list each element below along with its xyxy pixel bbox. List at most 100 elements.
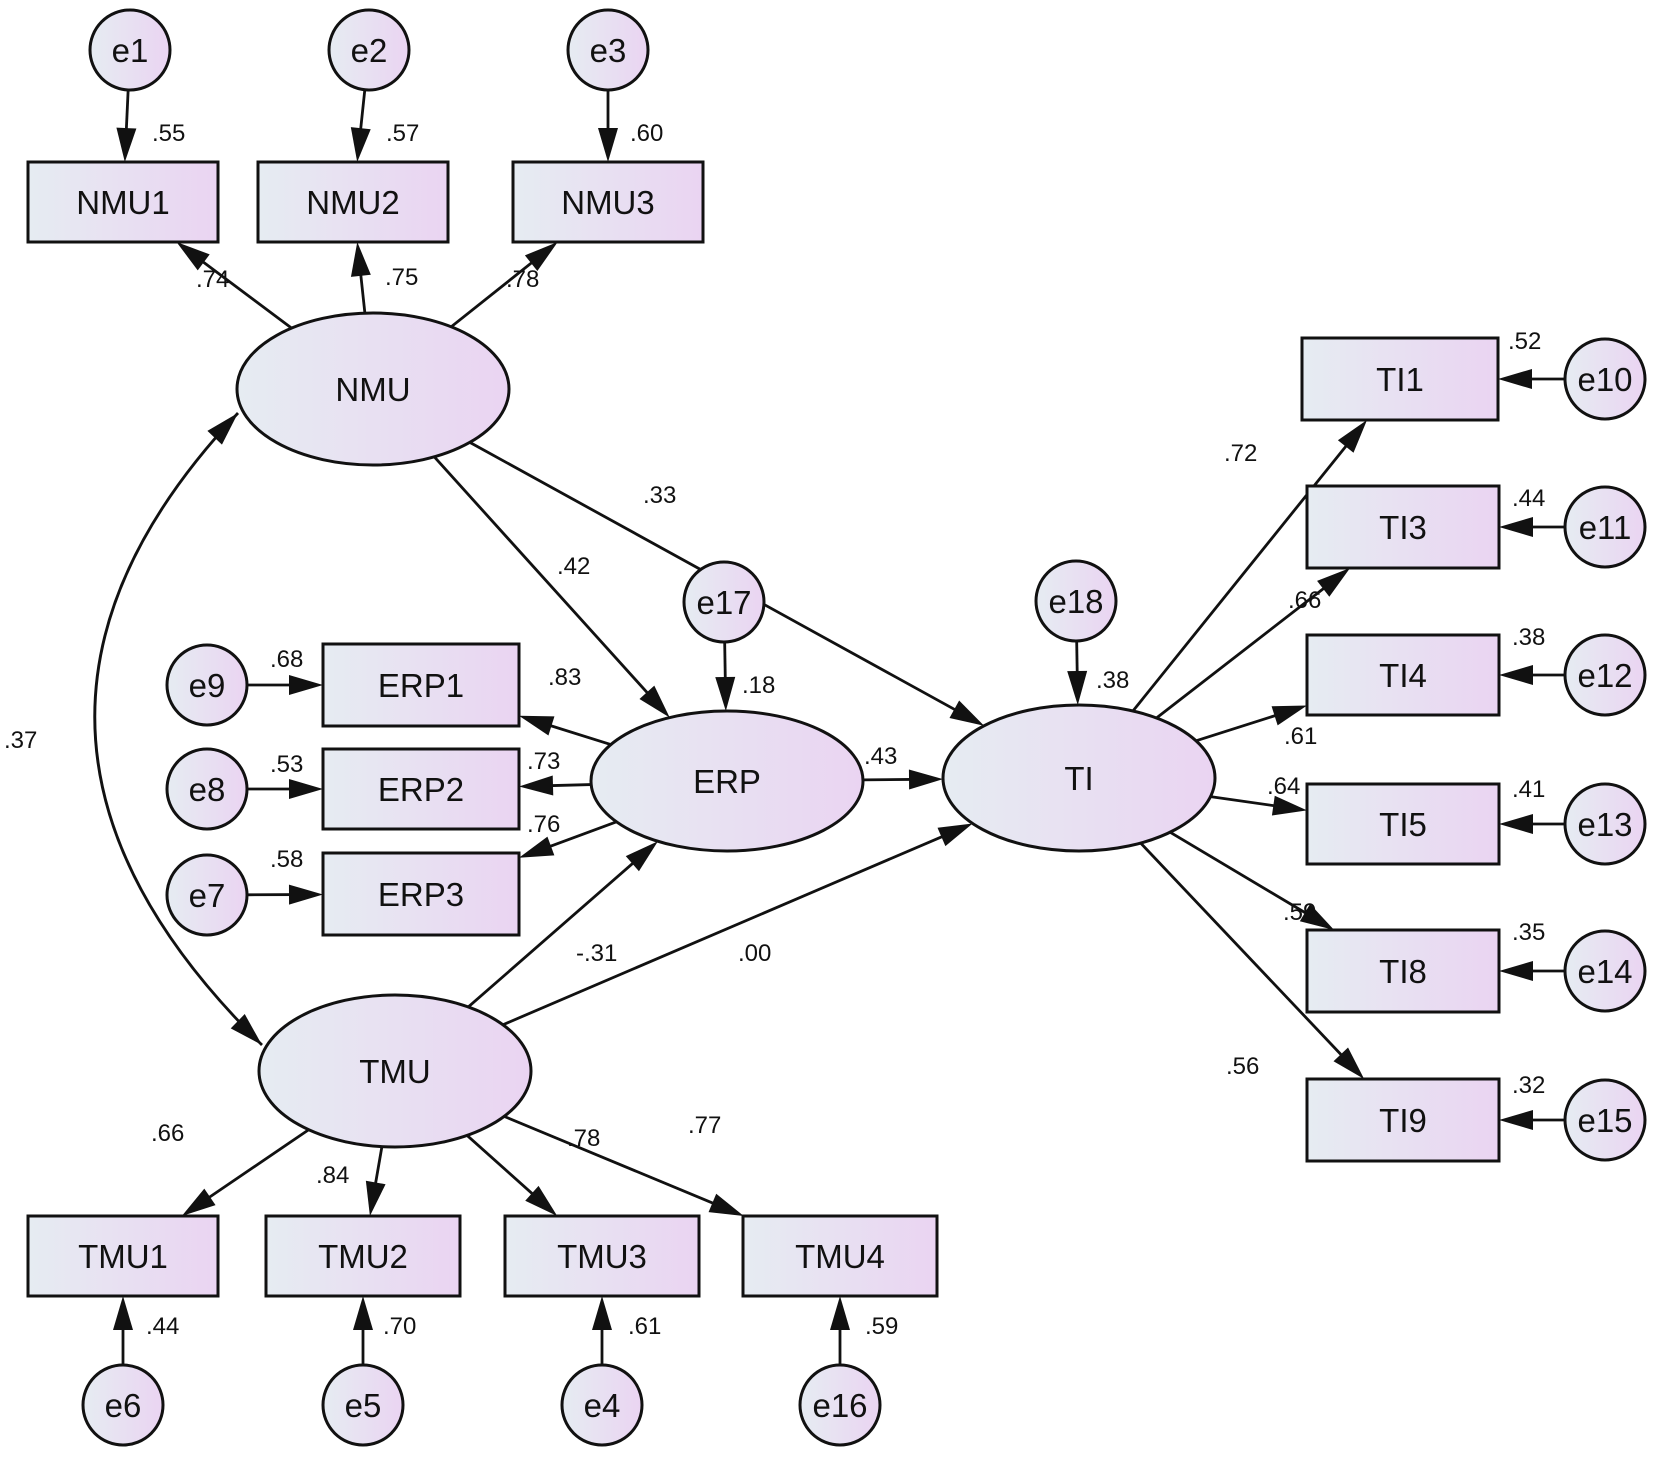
node-label: TMU3 <box>557 1238 647 1275</box>
node-ti9: TI9 <box>1307 1079 1499 1161</box>
loading-nmu-nmu1: .74 <box>196 266 229 293</box>
node-nmu1: NMU1 <box>28 162 218 242</box>
arrowhead-e5-to-tmu2 <box>353 1296 373 1330</box>
r2-erp2: .53 <box>270 751 303 778</box>
arrowhead-e4-to-tmu3 <box>592 1296 612 1330</box>
node-e3: e3 <box>568 10 648 90</box>
r2-ti1: .52 <box>1508 328 1541 355</box>
arrow-tmu-to-tmu1 <box>198 1130 308 1205</box>
node-tmu4: TMU4 <box>743 1216 937 1296</box>
node-label: ERP2 <box>378 771 464 808</box>
loading-erp-erp1: .83 <box>548 664 581 691</box>
arrowhead-ti-to-ti1 <box>1338 420 1367 453</box>
arrowhead-e16-to-tmu4 <box>830 1296 850 1330</box>
node-label: e16 <box>812 1387 867 1424</box>
node-e7: e7 <box>167 855 247 935</box>
node-label: e3 <box>590 32 627 69</box>
node-erp: ERP <box>591 711 863 851</box>
r2-nmu1: .55 <box>152 120 185 147</box>
node-e14: e14 <box>1565 931 1645 1011</box>
arrowhead-e18-to-ti <box>1067 671 1087 705</box>
node-label: e11 <box>1579 509 1632 546</box>
arrowhead-e9-to-erp1 <box>289 675 323 695</box>
node-e16: e16 <box>800 1365 880 1445</box>
arrowhead-e7-to-erp3 <box>289 885 323 905</box>
node-e11: e11 <box>1565 487 1645 567</box>
r2-tmu4: .59 <box>865 1313 898 1340</box>
node-ti8: TI8 <box>1307 930 1499 1012</box>
r2-ti8: .35 <box>1512 919 1545 946</box>
path-tmu-erp: -.31 <box>576 940 617 967</box>
node-label: e17 <box>696 584 751 621</box>
arrowhead-tmu-to-tmu1 <box>182 1189 216 1216</box>
r2-tmu1: .44 <box>146 1313 179 1340</box>
loading-nmu-nmu3: .78 <box>506 266 539 293</box>
path-nmu-erp: .42 <box>557 553 590 580</box>
node-label: NMU3 <box>561 184 655 221</box>
node-e12: e12 <box>1565 635 1645 715</box>
r2-ti4: .38 <box>1512 624 1545 651</box>
node-e9: e9 <box>167 645 247 725</box>
arrowhead-e10-to-ti1 <box>1498 369 1532 389</box>
node-e5: e5 <box>323 1365 403 1445</box>
r2-erp: .18 <box>742 672 775 699</box>
node-label: NMU1 <box>76 184 170 221</box>
arrowhead-e13-to-ti5 <box>1499 814 1533 834</box>
node-label: TI1 <box>1376 361 1424 398</box>
node-label: e1 <box>112 32 149 69</box>
r2-tmu3: .61 <box>628 1313 661 1340</box>
arrowhead-erp-to-erp3 <box>519 837 554 858</box>
node-label: ERP1 <box>378 667 464 704</box>
arrowhead-e8-to-erp2 <box>289 779 323 799</box>
loading-erp-erp3: .76 <box>527 811 560 838</box>
r2-ti: .38 <box>1096 667 1129 694</box>
node-tmu2: TMU2 <box>266 1216 460 1296</box>
node-e13: e13 <box>1565 784 1645 864</box>
node-label: e2 <box>351 32 388 69</box>
node-e17: e17 <box>684 562 764 642</box>
node-label: TMU2 <box>318 1238 408 1275</box>
node-erp1: ERP1 <box>323 644 519 726</box>
arrowhead-e11-to-ti3 <box>1499 517 1533 537</box>
arrowhead-erp-to-ti <box>909 769 943 789</box>
covariance-curve-nmu-tmu <box>95 413 262 1045</box>
arrowhead-e6-to-tmu1 <box>113 1296 133 1330</box>
node-label: TI5 <box>1379 806 1427 843</box>
r2-erp3: .58 <box>270 846 303 873</box>
r2-nmu2: .57 <box>386 120 419 147</box>
node-erp3: ERP3 <box>323 853 519 935</box>
arrowhead-nmu-to-nmu2 <box>351 242 371 277</box>
arrowhead-e14-to-ti8 <box>1499 961 1533 981</box>
r2-ti9: .32 <box>1512 1072 1545 1099</box>
node-e4: e4 <box>562 1365 642 1445</box>
node-tmu1: TMU1 <box>28 1216 218 1296</box>
arrowhead-tmu-to-ti <box>938 824 973 847</box>
node-e15: e15 <box>1565 1080 1645 1160</box>
node-e10: e10 <box>1565 339 1645 419</box>
arrowhead-erp-to-erp1 <box>519 716 554 736</box>
loading-tmu-tmu4: .77 <box>688 1112 721 1139</box>
node-ti5: TI5 <box>1307 784 1499 864</box>
node-label: e18 <box>1048 583 1103 620</box>
node-label: ERP <box>693 763 761 800</box>
node-label: e5 <box>345 1387 382 1424</box>
node-label: ERP3 <box>378 876 464 913</box>
node-label: NMU2 <box>306 184 400 221</box>
path-nmu-ti: .33 <box>643 482 676 509</box>
arrowhead-e3-to-nmu3 <box>598 128 618 162</box>
arrowhead-e17-to-erp <box>715 677 735 711</box>
node-erp2: ERP2 <box>323 749 519 829</box>
node-label: TI <box>1064 760 1093 797</box>
node-label: e9 <box>189 667 226 704</box>
loading-ti-ti9: .56 <box>1226 1053 1259 1080</box>
node-nmu3: NMU3 <box>513 162 703 242</box>
node-ti3: TI3 <box>1307 486 1499 568</box>
node-label: e10 <box>1577 361 1632 398</box>
node-label: TI9 <box>1379 1102 1427 1139</box>
arrowhead-e12-to-ti4 <box>1499 665 1533 685</box>
node-label: TMU <box>359 1053 430 1090</box>
node-label: e4 <box>584 1387 621 1424</box>
node-label: e15 <box>1577 1102 1632 1139</box>
